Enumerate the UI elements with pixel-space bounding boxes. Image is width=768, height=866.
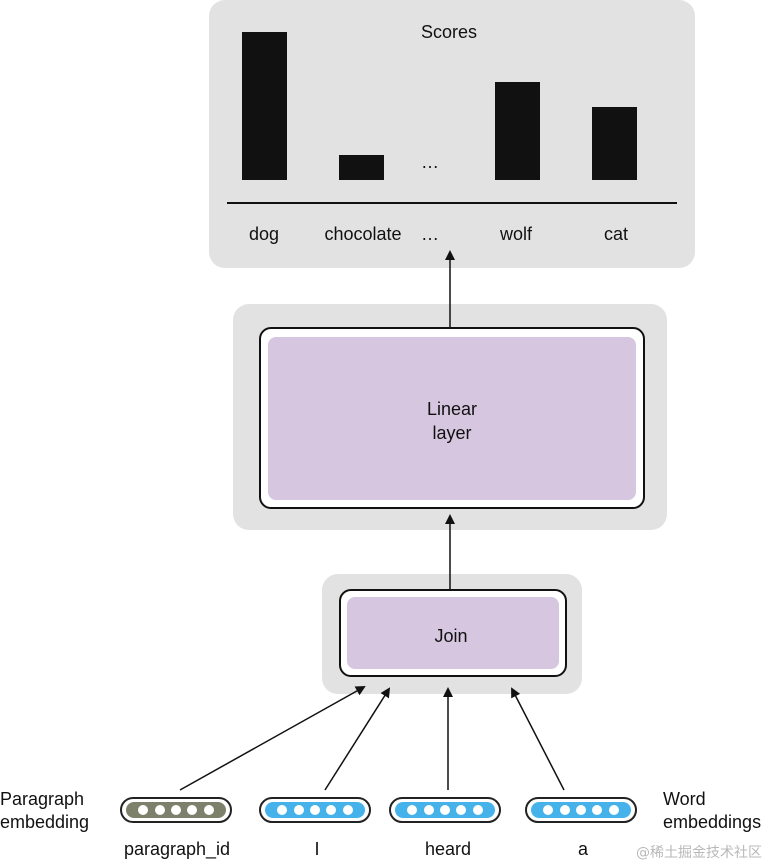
paragraph-embedding-label-line1: Paragraph [0,789,85,809]
bar-dog [242,32,287,180]
vector-dot [293,805,304,815]
category-label-dog: dog [248,224,280,244]
bar-wolf [495,82,540,180]
category-label-ellipsis: … [421,224,439,244]
vector-dot [439,805,450,815]
category-label-cat: cat [603,224,628,244]
linear-layer-label-line1: Linear [426,399,478,419]
token-label-heard: heard [424,839,472,859]
vector-dot [472,805,483,815]
vector-dot [187,805,198,815]
category-label-wolf: wolf [499,224,532,244]
vector-dot [277,805,288,815]
word-embedding-fill [395,802,495,818]
linear-layer-box [268,337,636,500]
vector-dot [309,805,320,815]
vector-dot [342,805,353,815]
scores-title: Scores [420,22,478,42]
vector-dot [559,805,570,815]
linear-layer-label-line2: layer [432,423,472,443]
paragraph-embedding-vector [120,797,232,823]
token-label-paragraph-id: paragraph_id [123,839,231,859]
vector-dot [170,805,181,815]
token-label-i: I [314,839,320,859]
vector-dot [592,805,603,815]
watermark: @稀土掘金技术社区 [636,845,762,861]
vector-dot [138,805,149,815]
bar-ellipsis: … [421,152,439,172]
word-embeddings-label-line2: embeddings [663,812,762,832]
category-label-chocolate: chocolate [324,224,402,244]
word-embedding-vector-i [259,797,371,823]
join-box [347,597,559,669]
word-embedding-fill [531,802,631,818]
vector-dot [154,805,165,815]
vector-dot [423,805,434,815]
vector-dot [203,805,214,815]
bar-cat [592,107,637,180]
vector-dot [543,805,554,815]
join-label: Join [434,626,468,646]
arrow-i-to-join [324,687,391,791]
word-embeddings-label-line1: Word [663,789,706,809]
baseline [227,202,677,204]
vector-dot [326,805,337,815]
bar-chocolate [339,155,384,180]
vector-dot [575,805,586,815]
paragraph-embedding-fill [126,802,226,818]
word-embedding-fill [265,802,365,818]
word-embedding-vector-a [525,797,637,823]
vector-dot [407,805,418,815]
arrow-a-to-join [511,687,565,791]
vector-dot [456,805,467,815]
word-embedding-vector-heard [389,797,501,823]
arrow-paragraph-to-join [179,686,366,791]
vector-dot [608,805,619,815]
paragraph-embedding-label-line2: embedding [0,812,90,832]
token-label-a: a [577,839,588,859]
